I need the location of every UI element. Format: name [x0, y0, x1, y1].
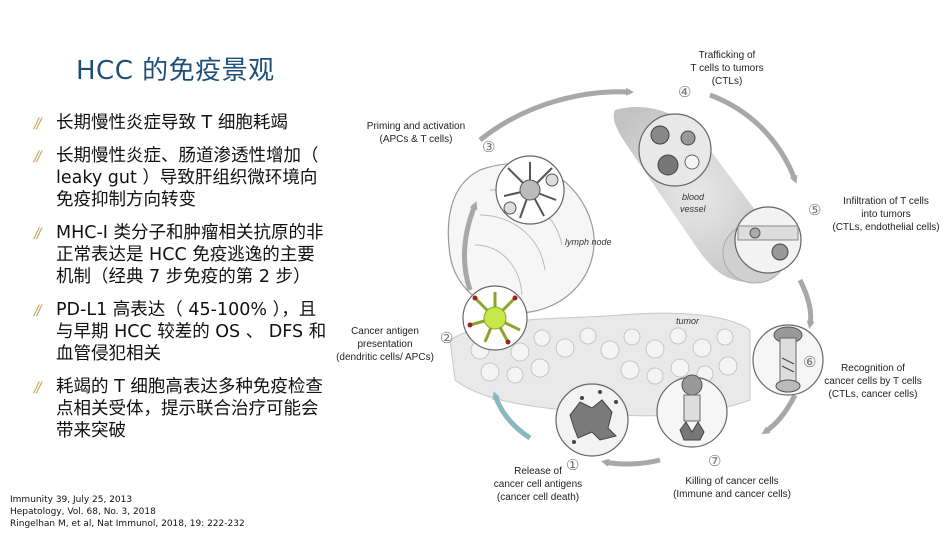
step-text: T cells to tumors	[690, 63, 763, 74]
bullet-item: // PD-L1 高表达（ 45-100% ），且与早期 HCC 较差的 OS 、…	[30, 299, 330, 365]
tumor-label: tumor	[676, 316, 700, 326]
step-text: (CTLs, endothelial cells)	[832, 222, 939, 233]
bullet-text: PD-L1 高表达（ 45-100% ），且与早期 HCC 较差的 OS 、 D…	[56, 300, 327, 364]
bullet-marker-icon: //	[34, 226, 42, 242]
bullet-text: 长期慢性炎症导致 T 细胞耗竭	[56, 113, 288, 133]
cycle-arrows	[462, 87, 815, 467]
step-1-release-illustration	[555, 383, 629, 457]
step-text: Infiltration of T cells	[843, 196, 929, 207]
slide-title: HCC 的免疫景观	[76, 56, 275, 86]
step-number: ⑤	[808, 202, 821, 219]
bullet-marker-icon: //	[34, 380, 42, 396]
bullet-item: // MHC-I 类分子和肿瘤相关抗原的非正常表达是 HCC 免疫逃逸的主要机制（…	[30, 222, 330, 288]
step-4-label: ④ Trafficking of T cells to tumors (CTLs…	[678, 50, 764, 101]
step-3-label: ③ Priming and activation (APCs & T cells…	[367, 121, 496, 156]
blood-vessel-label: vessel	[680, 204, 707, 214]
lymph-node-label: lymph node	[565, 237, 612, 247]
step-text: (CTLs, cancer cells)	[829, 389, 918, 400]
step-4-trafficking-illustration	[638, 113, 712, 187]
reference-line: Ringelhan M, et al, Nat Immunol, 2018, 1…	[10, 519, 245, 529]
step-text: into tumors	[861, 209, 910, 220]
step-number: ⑦	[708, 453, 721, 470]
step-text: Killing of cancer cells	[685, 476, 778, 487]
bullet-marker-icon: //	[34, 116, 42, 132]
bullet-marker-icon: //	[34, 303, 42, 319]
reference-line: Immunity 39, July 25, 2013	[10, 495, 133, 505]
bullet-item: // 长期慢性炎症导致 T 细胞耗竭	[30, 112, 330, 134]
bullet-item: // 耗竭的 T 细胞高表达多种免疫检查点相关受体，提示联合治疗可能会带来突破	[30, 376, 330, 442]
step-1-label: ① Release of cancer cell antigens (cance…	[494, 457, 582, 503]
step-5-label: ⑤ Infiltration of T cells into tumors (C…	[808, 196, 940, 233]
step-7-killing-illustration	[656, 374, 728, 448]
step-6-label: ⑥ Recognition of cancer cells by T cells…	[803, 354, 922, 400]
step-text: (Immune and cancer cells)	[673, 489, 791, 500]
step-text: presentation	[357, 339, 412, 350]
step-number: ④	[678, 84, 691, 101]
step-text: (CTLs)	[712, 76, 743, 87]
bullet-item: // 长期慢性炎症、肠道渗透性增加（ leaky gut ）导致肝组织微环境向免疫…	[30, 145, 330, 211]
step-text: (cancer cell death)	[497, 492, 579, 503]
step-text: Priming and activation	[367, 121, 465, 132]
bullet-list: // 长期慢性炎症导致 T 细胞耗竭 // 长期慢性炎症、肠道渗透性增加（ leak…	[30, 112, 330, 453]
step-text: cancer cell antigens	[494, 479, 582, 490]
references: Immunity 39, July 25, 2013 Hepatology, V…	[10, 494, 245, 530]
step-text: Recognition of	[841, 363, 905, 374]
bullet-text: MHC-I 类分子和肿瘤相关抗原的非正常表达是 HCC 免疫逃逸的主要机制（经典…	[56, 223, 324, 287]
step-5-infiltration-illustration	[734, 206, 802, 274]
step-2-label: ② Cancer antigen presentation (dendritic…	[336, 326, 453, 363]
step-number: ⑥	[803, 354, 816, 371]
step-7-label: ⑦ Killing of cancer cells (Immune and ca…	[673, 453, 791, 500]
step-text: cancer cells by T cells	[824, 376, 921, 387]
bullet-marker-icon: //	[34, 149, 42, 165]
step-text: (APCs & T cells)	[380, 134, 453, 145]
step-text: Release of	[514, 466, 562, 477]
step-3-priming-illustration	[495, 155, 565, 225]
step-6-recognition-illustration	[752, 324, 824, 396]
bullet-text: 耗竭的 T 细胞高表达多种免疫检查点相关受体，提示联合治疗可能会带来突破	[56, 377, 323, 441]
blood-vessel-label: blood	[682, 192, 705, 202]
step-number: ②	[440, 330, 453, 347]
step-number: ①	[566, 457, 579, 474]
step-text: Trafficking of	[699, 50, 756, 61]
reference-line: Hepatology, Vol. 68, No. 3, 2018	[10, 507, 156, 517]
step-text: Cancer antigen	[351, 326, 419, 337]
cancer-immunity-cycle-diagram: lymph node blood vessel tumor	[336, 50, 940, 503]
step-number: ③	[482, 139, 495, 156]
step-text: (dendritic cells/ APCs)	[336, 352, 434, 363]
step-2-dendritic-illustration	[462, 285, 528, 351]
bullet-text: 长期慢性炎症、肠道渗透性增加（ leaky gut ）导致肝组织微环境向免疫抑制…	[56, 146, 319, 210]
